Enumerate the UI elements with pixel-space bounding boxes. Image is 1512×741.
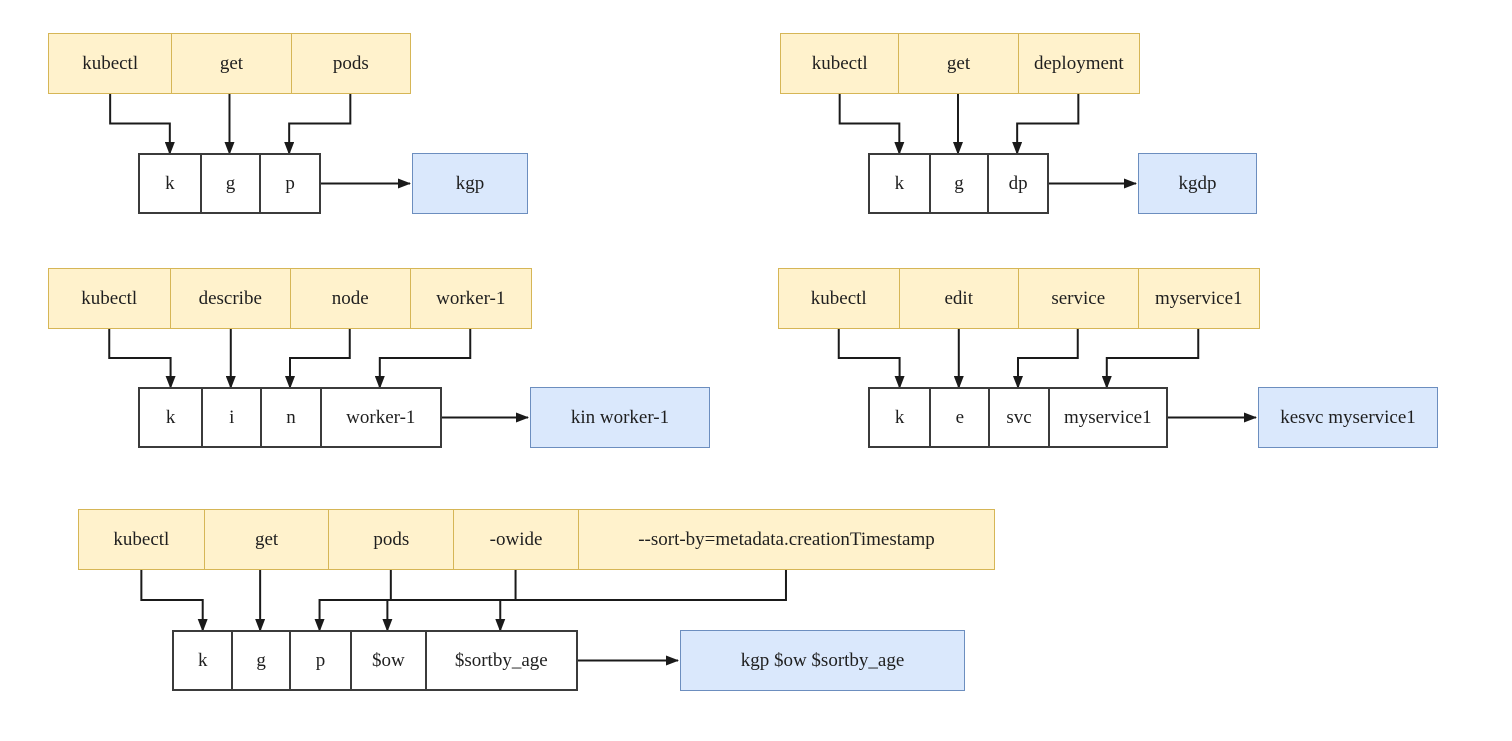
command-cell: service — [1018, 269, 1138, 328]
alias-cell: k — [894, 172, 905, 194]
alias-cell: dp — [987, 155, 1047, 212]
command-cell: kubectl — [82, 52, 139, 74]
alias-cell: worker-1 — [319, 389, 440, 446]
alias-cell: e — [929, 389, 988, 446]
alias-cell: myservice1 — [1047, 389, 1166, 446]
alias-cell: i — [201, 389, 260, 446]
alias-cell: g — [231, 632, 288, 689]
command-cell: edit — [898, 269, 1019, 328]
alias-row: k g p — [138, 153, 321, 214]
command-cell: kubectl — [811, 52, 868, 74]
command-row: kubectl get pods — [48, 33, 411, 94]
command-cell: myservice1 — [1137, 269, 1260, 328]
result-box: kin worker-1 — [530, 387, 710, 448]
alias-row: k i n worker-1 — [138, 387, 442, 448]
result-box: kgdp — [1138, 153, 1257, 214]
alias-cell: n — [260, 389, 319, 446]
result-box: kgp — [412, 153, 528, 214]
command-row: kubectl get deployment — [780, 33, 1140, 94]
command-row: kubectl edit service myservice1 — [778, 268, 1260, 329]
alias-cell: svc — [988, 389, 1047, 446]
result-box: kesvc myservice1 — [1258, 387, 1438, 448]
command-cell: describe — [169, 269, 291, 328]
alias-row: k g p $ow $sortby_age — [172, 630, 578, 691]
alias-row: k g dp — [868, 153, 1049, 214]
alias-cell: k — [894, 406, 905, 428]
command-cell: pods — [290, 34, 410, 93]
alias-cell: k — [165, 172, 175, 194]
command-cell: kubectl — [810, 287, 867, 309]
alias-cell: p — [259, 155, 319, 212]
command-cell: get — [171, 34, 290, 93]
command-cell: get — [898, 34, 1017, 93]
command-cell: kubectl — [113, 528, 170, 550]
command-row: kubectl describe node worker-1 — [48, 268, 532, 329]
command-cell: worker-1 — [409, 269, 532, 328]
command-cell: pods — [328, 510, 453, 569]
command-cell: deployment — [1017, 34, 1139, 93]
command-cell: get — [203, 510, 329, 569]
alias-cell: p — [288, 632, 350, 689]
alias-cell: $ow — [350, 632, 424, 689]
alias-cell: k — [165, 406, 176, 428]
command-cell: -owide — [453, 510, 578, 569]
command-cell: --sort-by=metadata.creationTimestamp — [577, 510, 994, 569]
alias-row: k e svc myservice1 — [868, 387, 1168, 448]
alias-cell: $sortby_age — [424, 632, 576, 689]
alias-cell: k — [197, 649, 208, 671]
alias-cell: g — [199, 155, 260, 212]
alias-cell: g — [928, 155, 988, 212]
command-cell: kubectl — [81, 287, 138, 309]
command-row: kubectl get pods -owide --sort-by=metada… — [78, 509, 995, 570]
command-cell: node — [290, 269, 410, 328]
result-box: kgp $ow $sortby_age — [680, 630, 965, 691]
